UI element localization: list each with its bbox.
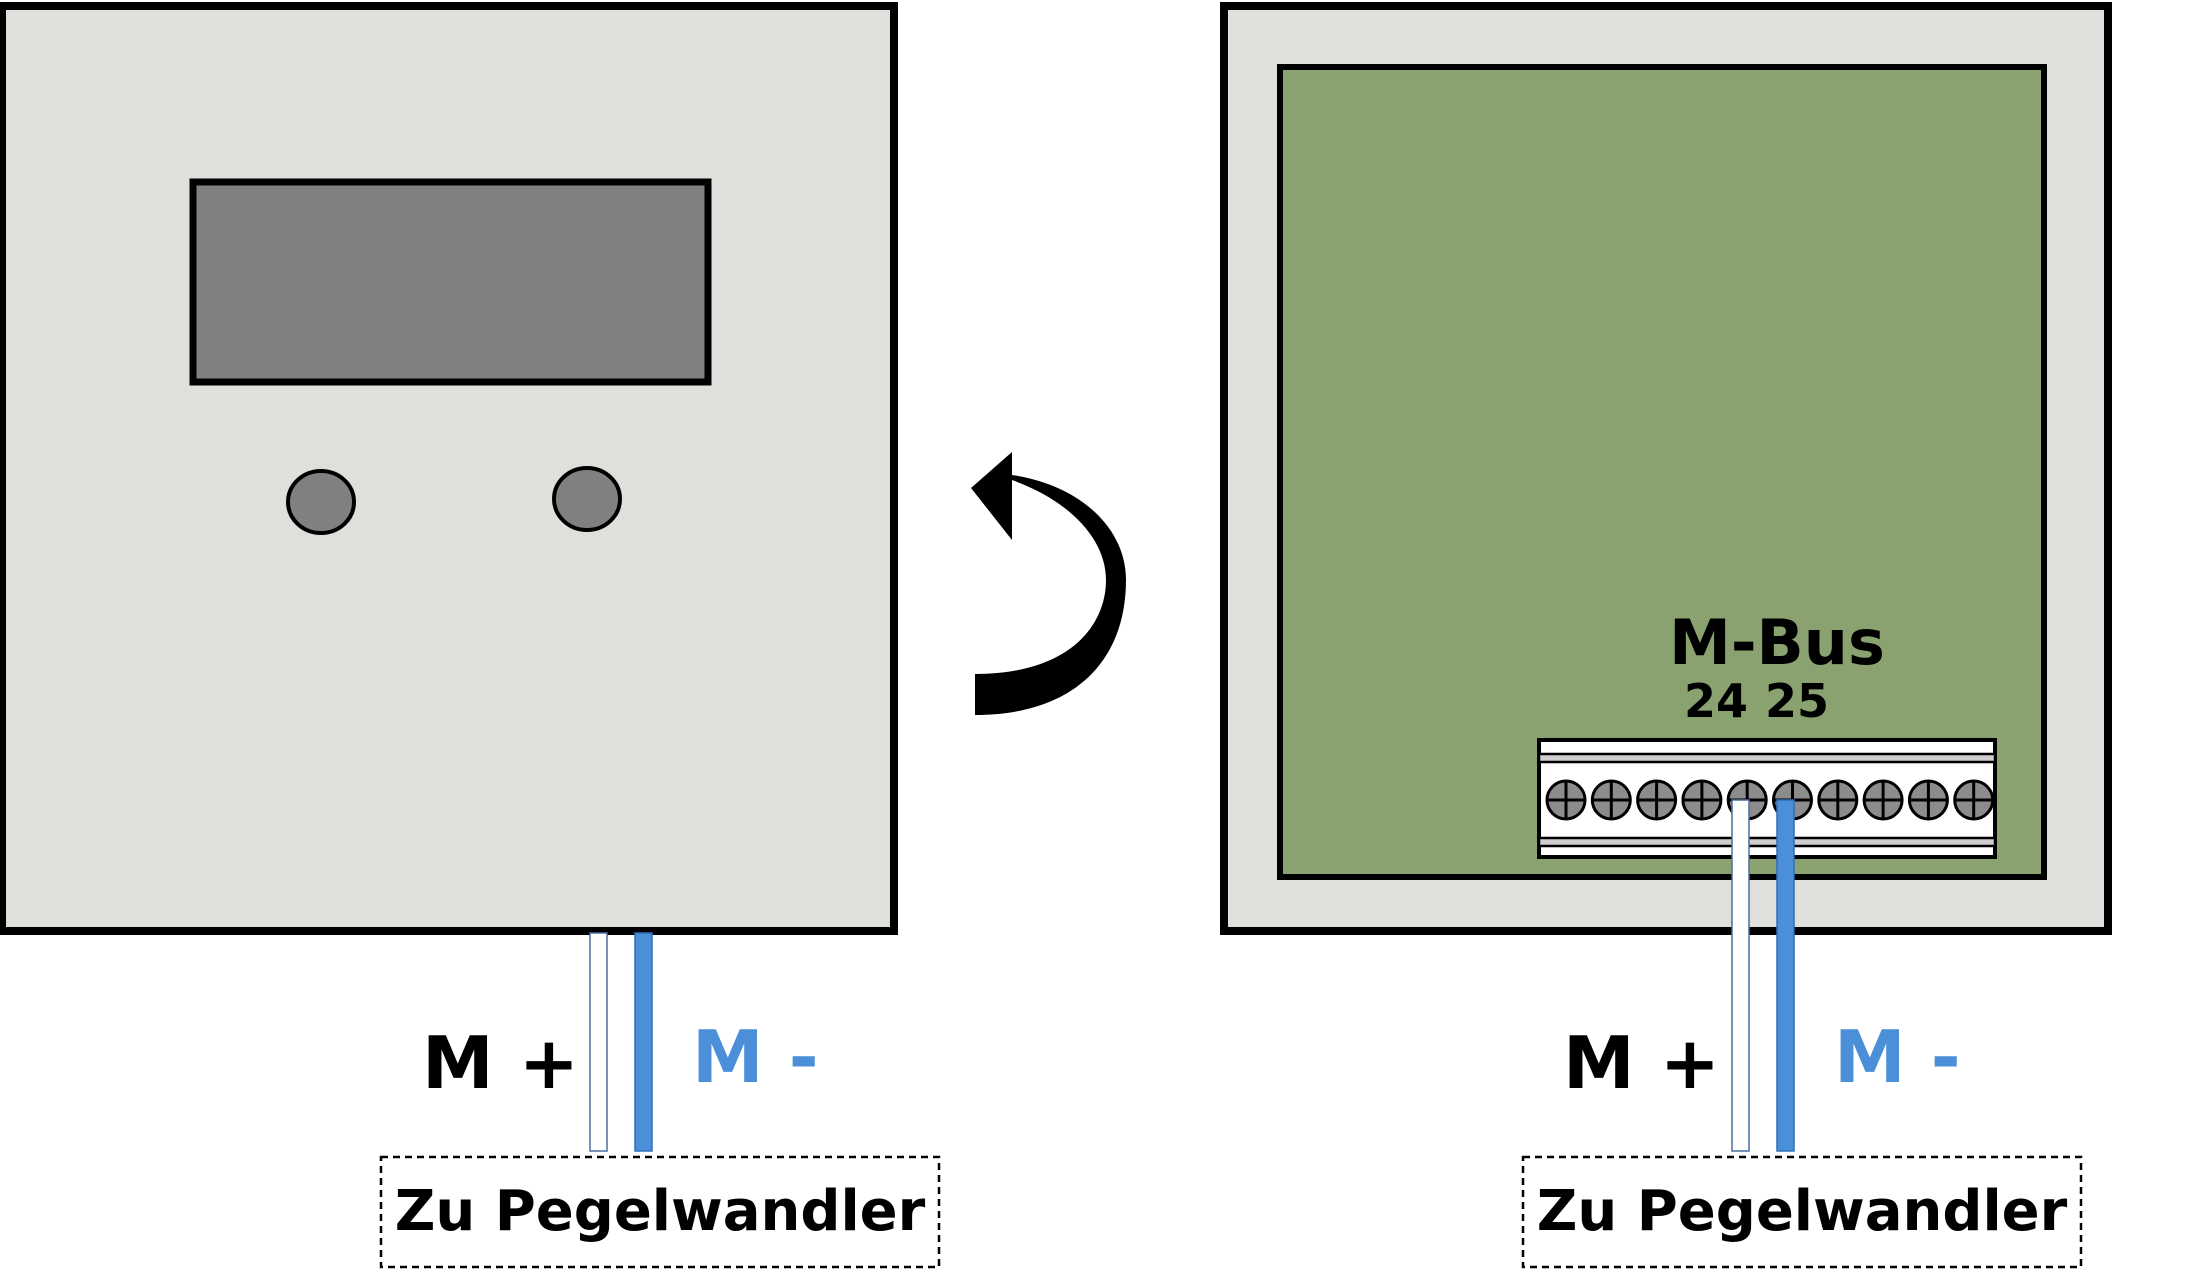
terminal-screw-icon [1636, 779, 1678, 821]
back-wire-minus-label: M - [1834, 1015, 1961, 1099]
button-left-icon[interactable] [286, 469, 356, 535]
terminal-block [1537, 738, 1997, 859]
terminal-screw-icon [1862, 779, 1904, 821]
terminal-number-24: 24 [1684, 674, 1748, 728]
front-view: M + M - Zu Pegelwandler [0, 2, 941, 1269]
back-wire-plus-label: M + [1563, 1021, 1720, 1105]
wire-plus-label: M + [422, 1021, 579, 1105]
back-target-box [1521, 1155, 2083, 1269]
terminal-screw-icon [1590, 779, 1632, 821]
rotate-arrow-icon [971, 452, 1126, 715]
terminal-screw-icon [1681, 779, 1723, 821]
wire-minus [634, 932, 653, 1152]
bus-label: M-Bus [1669, 606, 1885, 679]
wire-plus [589, 932, 608, 1152]
target-box [379, 1155, 941, 1269]
back-view: M-Bus 24 25 M + M - Zu Pegelwandler [1220, 2, 2112, 1269]
back-wire-minus [1776, 799, 1795, 1152]
front-housing [0, 2, 898, 935]
terminal-screw-icon [1907, 779, 1949, 821]
terminal-screw-icon [1953, 779, 1995, 821]
lcd-display-icon [189, 178, 712, 386]
button-right-icon[interactable] [552, 466, 622, 532]
terminal-screw-icon [1545, 779, 1587, 821]
back-target-label: Zu Pegelwandler [1537, 1179, 2068, 1244]
back-wire-plus [1731, 799, 1750, 1152]
terminal-number-25: 25 [1765, 674, 1829, 728]
wire-minus-label: M - [692, 1015, 819, 1099]
terminal-screw-icon [1817, 779, 1859, 821]
target-label: Zu Pegelwandler [395, 1179, 926, 1244]
